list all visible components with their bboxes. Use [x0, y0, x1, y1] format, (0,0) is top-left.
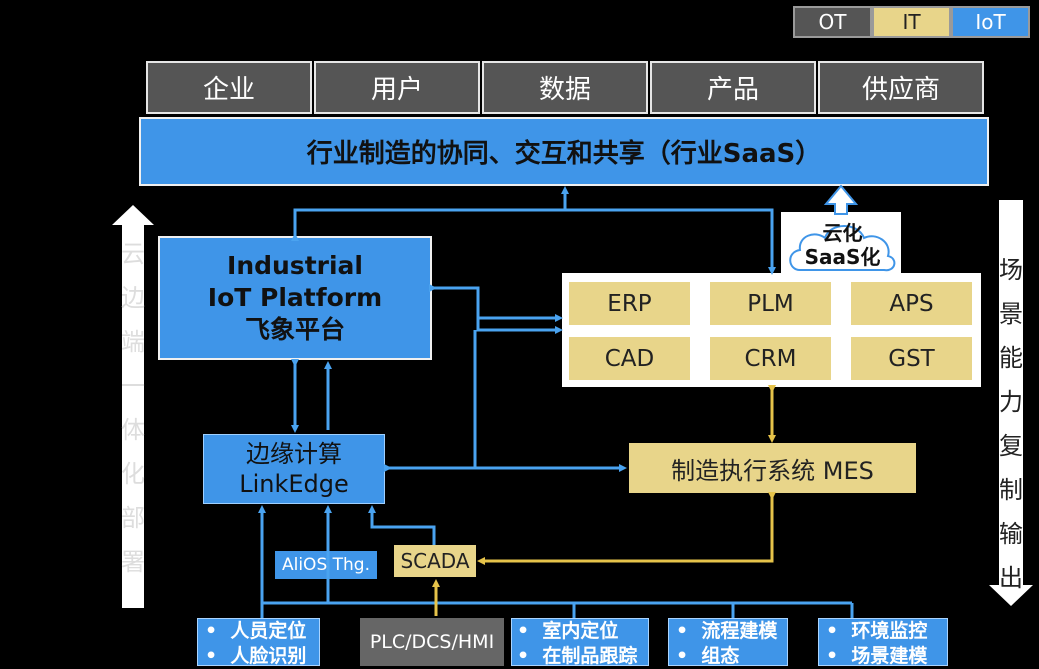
vchar: 复: [999, 432, 1023, 460]
bullet-text: 组态: [701, 645, 740, 667]
vchar: 力: [999, 388, 1023, 416]
cloud-text-line2: SaaS化: [804, 245, 881, 269]
left-vertical-text: 云 边 端 一 体 化 部 署: [118, 232, 148, 584]
stakeholder-enterprise: 企业: [146, 61, 312, 114]
app-plm: PLM: [710, 282, 831, 325]
vchar: 化: [121, 460, 145, 488]
legend-iot-label: IoT: [975, 10, 1006, 34]
stakeholder-label: 企业: [202, 75, 255, 105]
cloud-text: 云化 SaaS化: [795, 220, 890, 270]
vchar: 署: [121, 548, 145, 576]
vchar: 制: [999, 476, 1023, 504]
stakeholder-label: 用户: [370, 75, 423, 105]
app-crm: CRM: [710, 337, 831, 380]
app-cad: CAD: [569, 337, 690, 380]
stakeholder-product: 产品: [650, 61, 816, 114]
bullet-text: 人脸识别: [230, 645, 307, 667]
app-label: CAD: [604, 345, 655, 372]
legend-it: IT: [872, 6, 951, 38]
app-label: ERP: [607, 290, 652, 317]
mes-label: 制造执行系统 MES: [671, 456, 874, 485]
mes-box: 制造执行系统 MES: [629, 443, 916, 493]
bullet-text: 流程建模: [701, 620, 778, 642]
cloud-up-arrow: [823, 184, 859, 215]
stakeholder-label: 产品: [706, 75, 759, 105]
stakeholder-label: 数据: [538, 75, 591, 105]
stakeholder-user: 用户: [314, 61, 480, 114]
app-aps: APS: [851, 282, 972, 325]
vchar: 景: [999, 300, 1023, 328]
bullet-text: 场景建模: [851, 645, 928, 667]
app-label: APS: [889, 290, 934, 317]
legend-ot: OT: [793, 6, 872, 38]
vchar: 云: [121, 240, 145, 268]
bottom-box-3-text: • 室内定位 • 在制品跟踪: [517, 620, 638, 667]
vchar: 一: [121, 372, 145, 400]
bullet-text: 在制品跟踪: [542, 645, 638, 667]
vchar: 输: [999, 520, 1023, 548]
plc-box: PLC/DCS/HMI: [360, 618, 504, 666]
cloud-text-line1: 云化: [822, 221, 863, 245]
platform-line3: 飞象平台: [244, 315, 345, 344]
plc-label: PLC/DCS/HMI: [369, 631, 495, 653]
bottom-box-1-text: • 人员定位 • 人脸识别: [205, 620, 307, 667]
bullet-text: 人员定位: [230, 620, 307, 642]
stakeholder-label: 供应商: [861, 75, 940, 105]
vchar: 场: [999, 256, 1023, 284]
bottom-box-5-text: • 环境监控 • 场景建模: [826, 620, 928, 667]
vchar: 部: [121, 504, 145, 532]
vchar: 体: [121, 416, 145, 444]
bottom-box-5: [818, 618, 948, 666]
edge-computing-box: 边缘计算 LinkEdge: [203, 434, 385, 504]
scada-box: SCADA: [394, 545, 476, 577]
app-label: PLM: [747, 290, 794, 317]
alios-box: AliOS Thg.: [275, 551, 377, 579]
alios-label: AliOS Thg.: [281, 555, 370, 575]
legend-it-label: IT: [902, 10, 921, 34]
bottom-box-1: [197, 618, 320, 666]
vchar: 能: [999, 344, 1023, 372]
legend-iot: IoT: [951, 6, 1030, 38]
stakeholder-supplier: 供应商: [818, 61, 984, 114]
vchar: 端: [121, 328, 145, 356]
legend-ot-label: OT: [818, 10, 847, 34]
bottom-box-4-text: • 流程建模 • 组态: [676, 620, 778, 667]
stakeholder-data: 数据: [482, 61, 648, 114]
edge-line2: LinkEdge: [239, 470, 349, 498]
vchar: 出: [999, 564, 1023, 592]
vchar: 边: [121, 284, 145, 312]
edge-line1: 边缘计算: [246, 440, 342, 468]
app-label: CRM: [744, 345, 797, 372]
scada-label: SCADA: [400, 549, 470, 573]
industry-saas-label: 行业制造的协同、交互和共享（行业SaaS）: [306, 139, 822, 169]
app-label: GST: [888, 345, 935, 372]
app-erp: ERP: [569, 282, 690, 325]
right-vertical-text: 场 景 能 力 复 制 输 出: [996, 248, 1026, 600]
bottom-box-3: [511, 618, 649, 666]
industry-saas-bar: 行业制造的协同、交互和共享（行业SaaS）: [139, 117, 989, 186]
app-gst: GST: [851, 337, 972, 380]
bullet-text: 室内定位: [542, 620, 619, 642]
platform-line2: IoT Platform: [207, 283, 383, 312]
bullet-text: 环境监控: [851, 620, 928, 642]
